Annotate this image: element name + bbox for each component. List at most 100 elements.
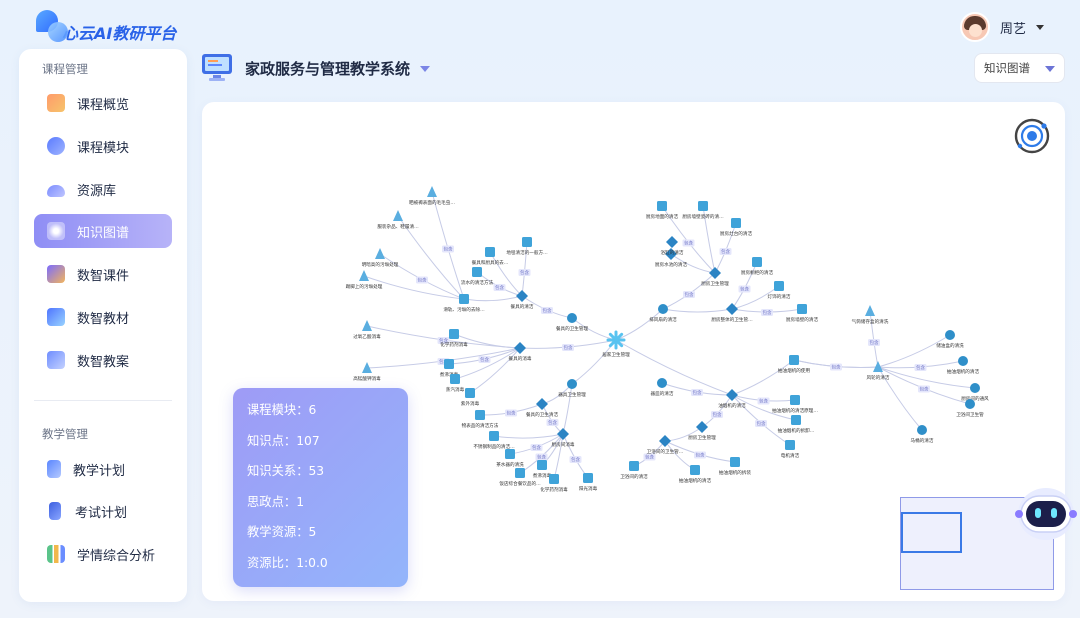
graph-node[interactable]: [444, 359, 454, 369]
graph-node[interactable]: [450, 374, 460, 384]
graph-node-label: 厨房卫生管理: [701, 280, 729, 287]
graph-node[interactable]: [690, 465, 700, 475]
graph-node[interactable]: [726, 389, 738, 401]
graph-node[interactable]: [557, 428, 569, 440]
course-title[interactable]: 家政服务与管理教学系统: [245, 60, 411, 78]
graph-node[interactable]: [865, 305, 875, 316]
sidebar-item-textbook[interactable]: 数智教材: [34, 300, 172, 334]
graph-node-label: 化学药剂消毒: [540, 486, 568, 493]
avatar[interactable]: [959, 12, 990, 42]
sidebar-item-course-overview[interactable]: 课程概览: [34, 86, 172, 120]
graph-node[interactable]: [475, 410, 485, 420]
minimap-viewport[interactable]: [901, 512, 962, 553]
graph-node[interactable]: [752, 257, 762, 267]
graph-node[interactable]: [791, 415, 801, 425]
graph-node[interactable]: [666, 236, 678, 248]
view-select[interactable]: 知识图谱: [974, 53, 1065, 83]
app-logo: 心云AI教研平台: [34, 6, 176, 46]
graph-edge-label: [530, 444, 543, 451]
graph-node[interactable]: [789, 355, 799, 365]
sidebar-item-courseware[interactable]: 数智课件: [34, 257, 172, 291]
graph-node[interactable]: [537, 460, 547, 470]
graph-node[interactable]: [505, 449, 515, 459]
graph-node[interactable]: [726, 303, 738, 315]
course-switch-chevron-icon[interactable]: [420, 66, 430, 72]
stat-relations: 知识关系：53: [247, 464, 325, 479]
graph-node[interactable]: [965, 399, 975, 409]
sidebar-item-resource-library[interactable]: 资源库: [34, 172, 172, 206]
graph-edge-label: [505, 409, 517, 417]
graph-edge-label: [711, 411, 723, 418]
graph-node[interactable]: [449, 329, 459, 339]
graph-node[interactable]: [917, 425, 927, 435]
graph-node[interactable]: [516, 290, 528, 302]
graph-node[interactable]: [873, 361, 883, 372]
graph-edge-label: [738, 285, 751, 293]
graph-node[interactable]: [489, 431, 499, 441]
graph-node[interactable]: [536, 398, 548, 410]
graph-node[interactable]: [774, 281, 784, 291]
graph-node[interactable]: [945, 330, 955, 340]
graph-node[interactable]: [359, 270, 369, 281]
graph-node[interactable]: [665, 248, 677, 260]
graph-node[interactable]: [459, 294, 469, 304]
graph-edge: [877, 334, 951, 368]
sidebar-item-course-modules[interactable]: 课程模块: [34, 129, 172, 163]
ai-assistant-robot-icon[interactable]: [1015, 484, 1077, 544]
graph-node[interactable]: [472, 267, 482, 277]
graph-node[interactable]: [375, 248, 385, 259]
knowledge-graph-icon: [47, 222, 65, 240]
graph-node[interactable]: [658, 304, 668, 314]
graph-node[interactable]: [797, 304, 807, 314]
graph-node[interactable]: [698, 201, 708, 211]
graph-node[interactable]: [659, 435, 671, 447]
graph-node[interactable]: [522, 237, 532, 247]
graph-node[interactable]: [567, 379, 577, 389]
graph-node-label: 油烟机的清洁: [718, 402, 746, 409]
graph-node[interactable]: [427, 186, 437, 197]
knowledge-graph[interactable]: 包含包含包含包含包含包含包含包含包含包含包含包含包含包含包含包含包含包含包含包含…: [202, 102, 1065, 601]
graph-edge-label-text: 包含: [495, 284, 504, 291]
graph-node[interactable]: [606, 330, 626, 350]
user-name[interactable]: 周艺: [999, 21, 1026, 37]
sidebar: 课程管理 课程概览 课程模块 资源库 知识图谱 数智课件 数智教材 数智教案 教…: [19, 49, 187, 602]
sidebar-item-knowledge-graph[interactable]: 知识图谱: [34, 214, 172, 248]
graph-node[interactable]: [731, 218, 741, 228]
graph-node-label: 储油盒的清洗: [936, 342, 964, 349]
sidebar-item-teaching-plan[interactable]: 教学计划: [34, 452, 172, 486]
graph-node[interactable]: [958, 356, 968, 366]
graph-node[interactable]: [514, 342, 526, 354]
graph-edge: [731, 359, 795, 396]
graph-center-icon[interactable]: [1014, 118, 1050, 154]
graph-node[interactable]: [709, 267, 721, 279]
chevron-down-icon[interactable]: [1036, 24, 1044, 30]
graph-node[interactable]: [485, 247, 495, 257]
graph-node[interactable]: [657, 378, 667, 388]
sidebar-divider: [34, 400, 172, 401]
graph-node[interactable]: [657, 201, 667, 211]
graph-node[interactable]: [785, 440, 795, 450]
graph-node-label: 器皿的清洁: [651, 390, 674, 397]
chevron-down-icon[interactable]: [1045, 66, 1055, 72]
graph-node[interactable]: [629, 461, 639, 471]
graph-node[interactable]: [790, 395, 800, 405]
graph-node[interactable]: [583, 473, 593, 483]
graph-node[interactable]: [515, 468, 525, 478]
graph-node[interactable]: [970, 383, 980, 393]
graph-node[interactable]: [465, 388, 475, 398]
sidebar-item-exam-plan[interactable]: 考试计划: [34, 494, 172, 528]
graph-node[interactable]: [567, 313, 577, 323]
user-menu[interactable]: 周艺: [959, 12, 1044, 42]
graph-edge: [463, 295, 523, 302]
sidebar-item-lesson-plan[interactable]: 数智教案: [34, 343, 172, 377]
graph-node[interactable]: [696, 421, 708, 433]
graph-edge-label: [691, 389, 703, 396]
sidebar-item-analysis[interactable]: 学情综合分析: [34, 537, 172, 571]
graph-node[interactable]: [362, 362, 372, 373]
graph-edge-label-text: 包含: [532, 444, 541, 451]
graph-node[interactable]: [549, 474, 559, 484]
graph-node-label: 茶水器的清洗: [496, 461, 524, 468]
graph-node[interactable]: [730, 457, 740, 467]
graph-node[interactable]: [362, 320, 372, 331]
graph-node[interactable]: [393, 210, 403, 221]
